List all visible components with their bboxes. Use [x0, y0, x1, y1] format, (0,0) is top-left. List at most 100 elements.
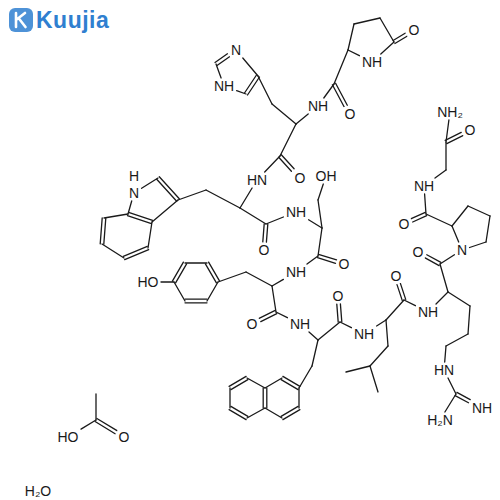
atom-label: NH: [289, 317, 311, 331]
bond: [296, 114, 308, 124]
bond: [318, 200, 322, 228]
bond: [309, 220, 322, 228]
bond: [318, 184, 323, 200]
atom-label: NH: [413, 179, 435, 193]
bond: [448, 292, 470, 306]
bond: [334, 50, 348, 84]
bond: [217, 57, 230, 66]
logo-icon: [8, 7, 34, 33]
bond: [393, 33, 405, 40]
bond: [272, 104, 296, 124]
atom-label: H₂O: [24, 484, 52, 498]
bond: [283, 410, 300, 420]
bond: [161, 281, 174, 282]
bond: [381, 42, 394, 54]
bond: [447, 136, 463, 144]
bond: [247, 378, 265, 388]
bond: [455, 396, 468, 403]
bond: [427, 255, 441, 263]
bond: [298, 388, 299, 408]
bond: [445, 346, 446, 362]
bond: [370, 366, 378, 392]
bond: [95, 394, 96, 420]
bond: [452, 206, 468, 226]
bond: [205, 264, 216, 283]
bond: [446, 120, 449, 142]
bond: [440, 264, 448, 292]
bond: [148, 222, 152, 248]
bond: [272, 279, 283, 286]
bond: [231, 380, 248, 390]
bond: [276, 312, 287, 318]
bond: [243, 58, 258, 76]
atom-label: NH: [285, 265, 307, 279]
bond: [340, 304, 341, 322]
bond: [404, 300, 415, 306]
bond: [386, 320, 388, 346]
atom-label: N: [456, 243, 468, 257]
bond: [272, 286, 276, 312]
bond: [142, 178, 158, 188]
bond: [266, 388, 267, 408]
bond: [152, 200, 178, 222]
bond: [240, 188, 252, 208]
bond: [266, 217, 283, 224]
bond: [240, 208, 266, 224]
bond: [312, 340, 318, 366]
bond: [397, 285, 402, 301]
bond: [229, 376, 246, 386]
bond: [266, 224, 267, 242]
atom-label: OH: [315, 169, 338, 183]
bond: [319, 254, 337, 259]
bond: [281, 406, 298, 416]
bond: [104, 214, 128, 218]
bond: [265, 378, 282, 388]
bond: [185, 299, 207, 300]
atom-label: O: [332, 289, 345, 303]
bond: [425, 258, 439, 266]
bond: [206, 190, 240, 208]
bond: [395, 36, 407, 43]
bond: [468, 306, 470, 334]
bond: [340, 322, 351, 328]
bond: [452, 226, 459, 242]
watermark-text: Kuujia: [36, 9, 109, 32]
atom-label: O: [258, 243, 271, 257]
bond: [486, 216, 490, 242]
bond: [174, 282, 185, 301]
bond: [129, 212, 153, 220]
atom-label: O: [246, 317, 259, 331]
atom-label: O: [344, 107, 357, 121]
bond: [102, 244, 124, 258]
atom-label: NH: [285, 205, 307, 219]
bond: [127, 216, 151, 224]
bond: [307, 256, 318, 264]
bond: [215, 54, 227, 63]
bond: [100, 218, 102, 244]
bond: [159, 177, 179, 199]
atom-label: O: [408, 23, 421, 37]
bond: [425, 194, 426, 214]
bond: [229, 388, 230, 408]
bond: [426, 214, 452, 226]
bond: [125, 250, 149, 260]
atom-label: NH: [417, 305, 439, 319]
bond: [261, 314, 277, 322]
bond: [81, 420, 96, 429]
bond: [324, 84, 334, 98]
atom-label: NH: [353, 327, 375, 341]
bond: [157, 179, 177, 201]
bond: [337, 304, 338, 322]
bond: [386, 300, 404, 320]
bond: [178, 190, 206, 200]
bond: [281, 155, 294, 169]
atom-label: O: [118, 430, 131, 444]
bond: [258, 76, 272, 104]
bond: [229, 410, 246, 420]
atom-label: N: [230, 43, 242, 57]
atom-label: O: [398, 217, 411, 231]
bond: [176, 264, 187, 283]
atom-label: NH: [307, 99, 329, 113]
